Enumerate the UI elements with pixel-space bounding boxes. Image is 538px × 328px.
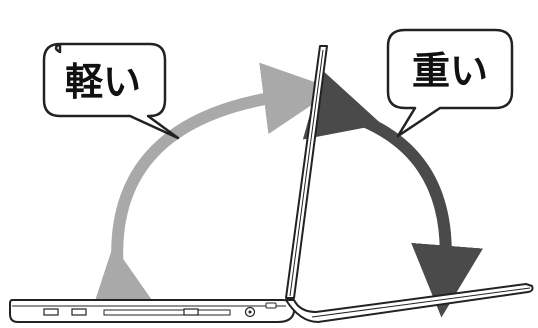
- card-slot-icon: [103, 309, 231, 316]
- heavy-label: 重い: [412, 49, 488, 93]
- hdmi-port-icon: [183, 308, 199, 316]
- light-speech-bubble: 軽い: [42, 42, 180, 140]
- power-port-icon: [265, 302, 277, 309]
- laptop-base: [9, 299, 296, 323]
- laptop-screen: [285, 45, 328, 299]
- usb-port-icon: [43, 308, 59, 316]
- light-label: 軽い: [65, 60, 141, 104]
- usb-port-icon: [71, 308, 87, 316]
- laptop-flat-lid: [285, 283, 534, 323]
- light-rotation-arrow: [88, 62, 336, 322]
- heavy-rotation-arrow: [302, 70, 483, 318]
- heavy-speech-bubble: 重い: [386, 28, 514, 138]
